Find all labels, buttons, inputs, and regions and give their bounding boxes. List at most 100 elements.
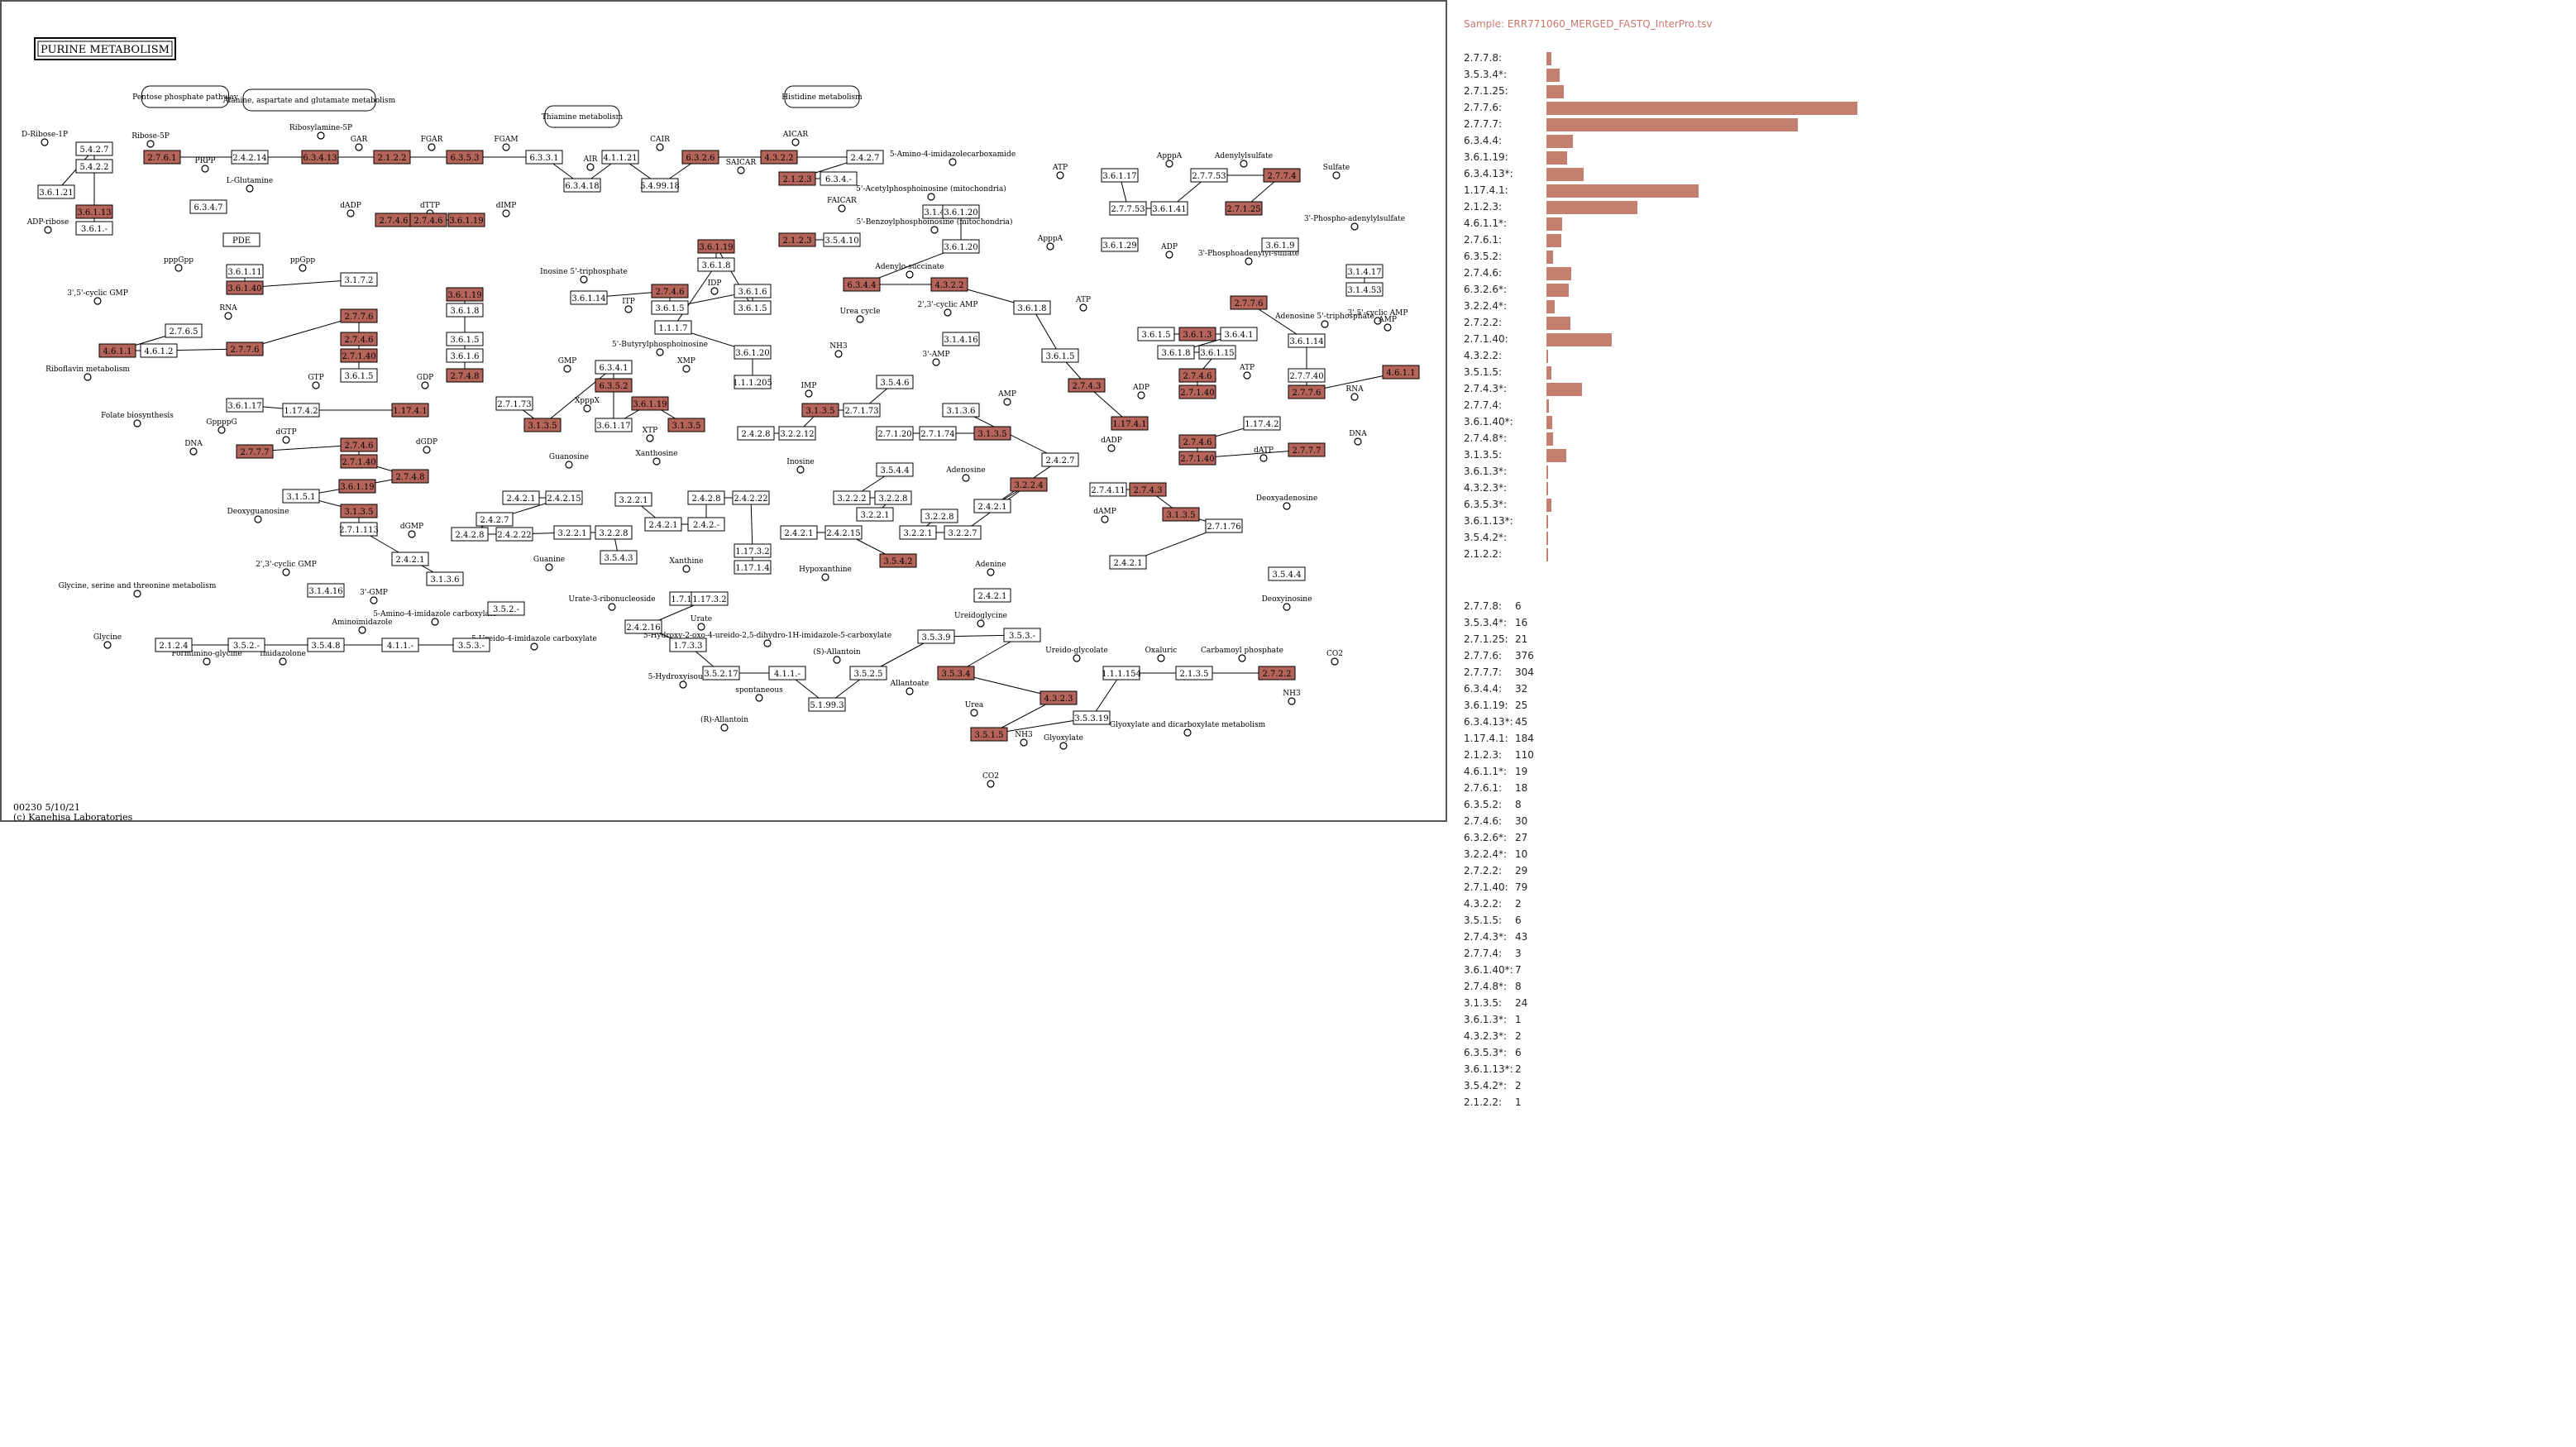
enzyme-box[interactable]: 4.3.2.3: [1039, 690, 1078, 705]
compound-node[interactable]: 5-Amino-4-imidazole carboxylate: [373, 610, 497, 626]
enzyme-box[interactable]: 1.17.3.2: [734, 543, 772, 558]
compound-node[interactable]: Inosine: [786, 458, 815, 474]
enzyme-box[interactable]: 4.3.2.2: [930, 277, 968, 292]
enzyme-box[interactable]: 3.1.4.17: [1345, 264, 1384, 279]
enzyme-box[interactable]: 3.6.1.15: [1198, 345, 1236, 360]
enzyme-box[interactable]: 3.1.4.53: [1345, 282, 1384, 297]
enzyme-box[interactable]: 3.5.4.8: [307, 638, 345, 652]
enzyme-box[interactable]: 4.3.2.2: [760, 150, 798, 165]
compound-node[interactable]: 3',5'-cyclic AMP: [1348, 309, 1408, 325]
enzyme-box[interactable]: 2.7.4.6: [409, 213, 447, 227]
enzyme-box[interactable]: 2.7.4.3: [1129, 482, 1167, 497]
enzyme-box[interactable]: 3.6.1.8: [446, 303, 484, 318]
pathway-link-box[interactable]: Histidine metabolism: [781, 85, 863, 108]
enzyme-box[interactable]: 4.6.1.1: [98, 343, 136, 358]
enzyme-box[interactable]: 1.1.1.154: [1102, 666, 1141, 681]
compound-node[interactable]: Deoxyinosine: [1262, 595, 1312, 611]
enzyme-box[interactable]: 2.4.2.15: [824, 525, 863, 540]
enzyme-box[interactable]: 4.1.1.21: [601, 150, 639, 165]
enzyme-box[interactable]: 3.6.1.19: [446, 287, 484, 302]
enzyme-box[interactable]: 3.5.3.4: [937, 666, 975, 681]
enzyme-box[interactable]: 2.4.2.1: [391, 552, 429, 566]
enzyme-box[interactable]: 3.1.3.5: [801, 403, 839, 418]
compound-node[interactable]: Imidazolone: [260, 650, 306, 666]
enzyme-box[interactable]: 3.5.3.9: [917, 629, 955, 644]
enzyme-box[interactable]: 2.1.2.4: [155, 638, 193, 652]
enzyme-box[interactable]: 1.17.3.2: [691, 591, 729, 606]
compound-node[interactable]: GppppG: [206, 418, 237, 434]
enzyme-box[interactable]: 2.7.4.6: [1178, 368, 1216, 383]
enzyme-box[interactable]: 3.5.2.17: [702, 666, 740, 681]
enzyme-box[interactable]: 3.1.3.5: [340, 504, 378, 518]
compound-node[interactable]: Deoxyadenosine: [1256, 494, 1317, 510]
compound-node[interactable]: IMP: [801, 382, 817, 398]
enzyme-box[interactable]: 2.4.2.1: [973, 588, 1011, 603]
enzyme-box[interactable]: 2.7.6.1: [143, 150, 181, 165]
enzyme-box[interactable]: 4.1.1.-: [381, 638, 419, 652]
compound-node[interactable]: ATP: [1075, 296, 1091, 312]
compound-node[interactable]: Riboflavin metabolism: [45, 365, 130, 381]
enzyme-box[interactable]: 3.6.1.5: [446, 332, 484, 346]
enzyme-box[interactable]: 2.4.2.7: [846, 150, 884, 165]
enzyme-box[interactable]: 2.7.1.40: [340, 348, 378, 363]
enzyme-box[interactable]: 2.7.4.6: [340, 437, 378, 452]
enzyme-box[interactable]: 3.1.3.5: [973, 426, 1011, 441]
compound-node[interactable]: ADP-ribose: [26, 218, 69, 234]
compound-node[interactable]: ATP: [1239, 364, 1255, 380]
enzyme-box[interactable]: 3.1.3.5: [667, 418, 705, 432]
compound-node[interactable]: Carbamoyl phosphate: [1201, 647, 1283, 662]
compound-node[interactable]: 3',5'-cyclic GMP: [67, 289, 128, 305]
enzyme-box[interactable]: 3.5.4.2: [879, 553, 917, 568]
compound-node[interactable]: 5'-Butyrylphosphoinosine: [612, 341, 708, 356]
compound-node[interactable]: Ureidoglycine: [954, 612, 1007, 628]
enzyme-box[interactable]: 1.17.1.4: [734, 560, 772, 575]
compound-node[interactable]: 5-Hydroxy-2-oxo-4-ureido-2,5-dihydro-1H-…: [643, 632, 891, 647]
enzyme-box[interactable]: 2.4.2.22: [732, 490, 770, 505]
compound-node[interactable]: DNA: [1349, 430, 1367, 446]
enzyme-box[interactable]: 3.6.1.19: [631, 396, 669, 411]
compound-node[interactable]: NH3: [1015, 731, 1033, 747]
compound-node[interactable]: RNA: [219, 304, 237, 320]
enzyme-box[interactable]: 2.7.6.5: [165, 323, 203, 338]
enzyme-box[interactable]: 4.1.1.-: [768, 666, 806, 681]
enzyme-box[interactable]: 2.7.4.6: [651, 284, 689, 298]
enzyme-box[interactable]: 2.7.1.40: [1178, 384, 1216, 399]
enzyme-box[interactable]: 3.5.4.3: [600, 550, 638, 565]
compound-node[interactable]: RNA: [1345, 385, 1364, 401]
enzyme-box[interactable]: 3.6.1.5: [1041, 348, 1079, 363]
enzyme-box[interactable]: 2.4.2.14: [231, 150, 269, 165]
enzyme-box[interactable]: 2.7.7.6: [226, 341, 264, 356]
enzyme-box[interactable]: 3.2.2.8: [595, 525, 633, 540]
enzyme-box[interactable]: 3.2.2.8: [874, 490, 912, 505]
compound-node[interactable]: spontaneous: [735, 686, 783, 702]
compound-node[interactable]: 2',3'-cyclic GMP: [256, 561, 317, 576]
enzyme-box[interactable]: 3.2.2.1: [856, 507, 894, 522]
compound-node[interactable]: 5'-Acetylphosphoinosine (mitochondria): [856, 184, 1006, 201]
compound-node[interactable]: AIR: [583, 155, 598, 171]
enzyme-box[interactable]: 1.17.4.2: [282, 403, 320, 418]
compound-node[interactable]: 5-Ureido-4-imidazole carboxylate: [471, 635, 597, 651]
compound-node[interactable]: ApppA: [1037, 235, 1063, 251]
enzyme-box[interactable]: 3.2.2.1: [614, 492, 652, 507]
compound-node[interactable]: GAR: [351, 136, 368, 151]
compound-node[interactable]: dADP: [1101, 437, 1122, 452]
enzyme-box[interactable]: 3.6.1.3: [1178, 327, 1216, 341]
enzyme-box[interactable]: 2.7.2.2: [1258, 666, 1296, 681]
enzyme-box[interactable]: 2.4.2.8: [451, 527, 489, 542]
compound-node[interactable]: Urea cycle: [840, 308, 881, 323]
compound-node[interactable]: Formimino-glycine: [171, 650, 242, 666]
compound-node[interactable]: CO2: [1326, 650, 1343, 666]
compound-node[interactable]: FAICAR: [827, 197, 857, 213]
compound-node[interactable]: GMP: [558, 357, 576, 373]
enzyme-box[interactable]: 1.7.3.3: [669, 638, 707, 652]
compound-node[interactable]: SAICAR: [726, 159, 757, 174]
compound-node[interactable]: Deoxyguanosine: [227, 508, 289, 523]
compound-node[interactable]: Adenylylsulfate: [1214, 152, 1273, 168]
enzyme-box[interactable]: 3.6.1.19: [697, 239, 735, 254]
compound-node[interactable]: 3'-Phospho-adenylylsulfate: [1304, 215, 1405, 231]
enzyme-box[interactable]: 3.6.1.8: [697, 257, 735, 272]
enzyme-box[interactable]: 3.6.1.19: [447, 213, 485, 227]
enzyme-box[interactable]: 3.6.1.5: [1137, 327, 1175, 341]
compound-node[interactable]: Xanthosine: [635, 450, 678, 466]
enzyme-box[interactable]: 2.4.2.1: [1109, 555, 1147, 570]
